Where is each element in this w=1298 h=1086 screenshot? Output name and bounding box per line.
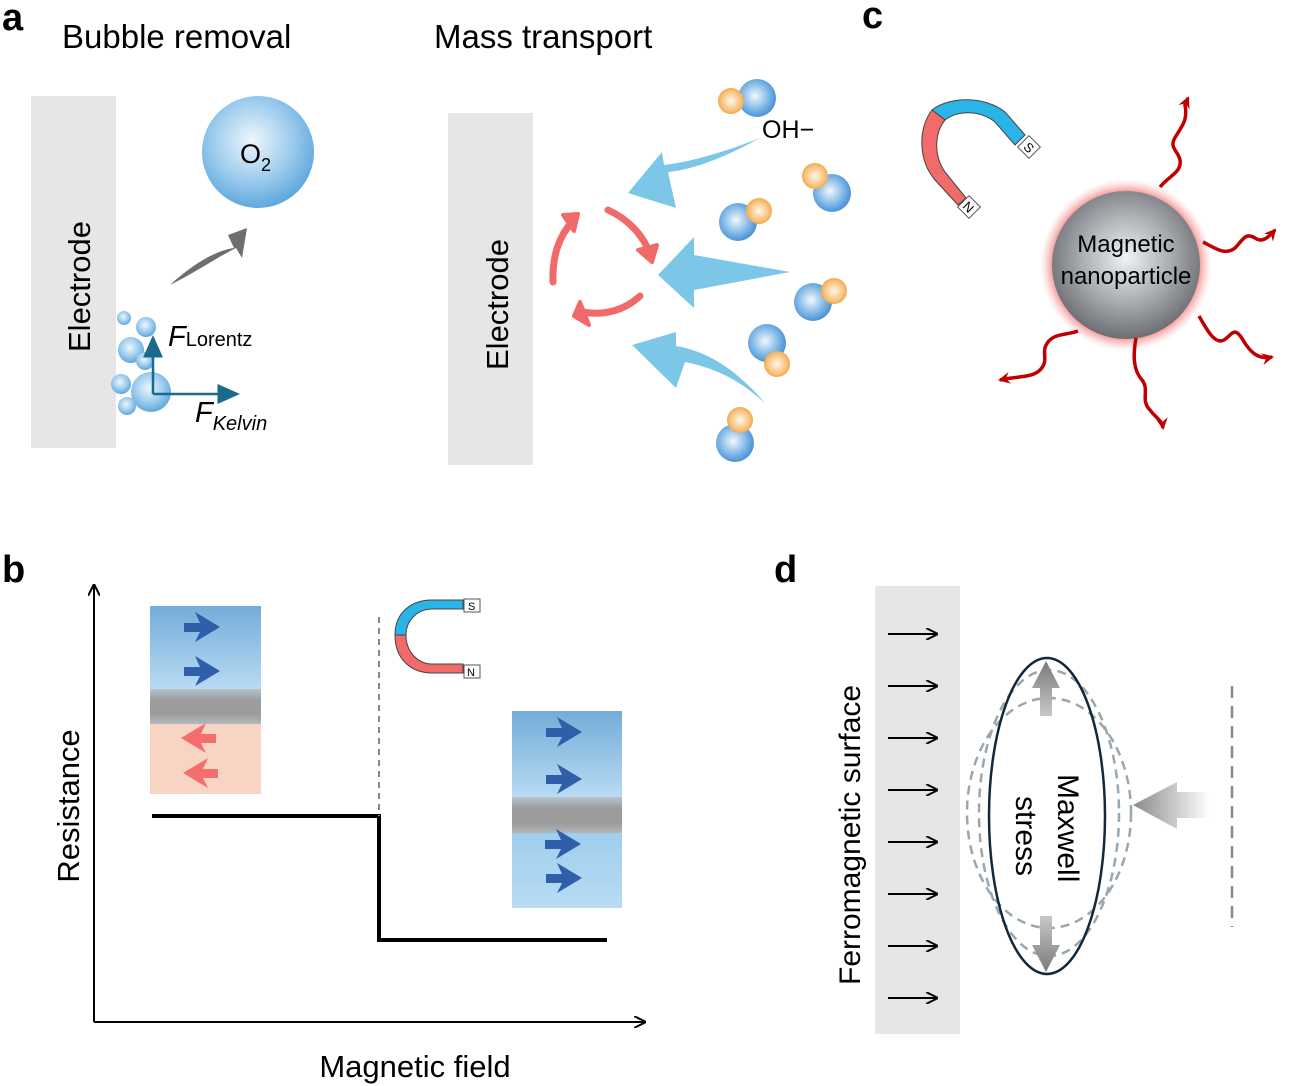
y-axis-label: Resistance (51, 729, 86, 882)
hydroxide-ions (716, 79, 851, 462)
ion (748, 324, 790, 377)
ion (794, 278, 847, 321)
o2-bubble (202, 96, 314, 208)
magnet-n-label: N (467, 667, 475, 679)
ion (719, 198, 772, 241)
convection-swirl (549, 206, 654, 317)
ferromagnetic-surface (875, 586, 960, 1034)
surface-label: Ferromagnetic surface (834, 685, 867, 985)
bubble-ellipse (987, 656, 1107, 976)
panel-c: c S N Magnetic nanoparticle (862, 0, 1277, 430)
panel-a: a Bubble removal Electrode O2 FLorentz F… (2, 0, 314, 448)
particle-label-line1: Magnetic (1077, 231, 1174, 258)
particle-label-line2: nanoparticle (1061, 263, 1192, 290)
release-arrow (170, 228, 247, 285)
panel-letter-b: b (2, 549, 25, 591)
panel-letter-d: d (774, 549, 797, 591)
o2-label: O2 (240, 139, 271, 175)
magnetic-nanoparticle (1052, 191, 1200, 339)
spin-arrow-right (546, 717, 582, 747)
resistance-step-curve (152, 814, 607, 942)
spin-arrow-right (546, 863, 582, 893)
heat-waves (998, 96, 1277, 430)
mass-transport-title: Mass transport (434, 18, 652, 55)
field-gradient-arrow (1133, 782, 1210, 829)
ion (718, 79, 776, 117)
magnet-s-label: S (468, 601, 475, 613)
panel-letter-a: a (2, 0, 24, 39)
electrode-bar (448, 113, 533, 465)
stress-arrow-up (1032, 661, 1060, 716)
spin-arrow-left (181, 723, 216, 753)
axes (94, 586, 644, 1022)
electrode-label: Electrode (480, 239, 515, 370)
electrode-bar (31, 96, 116, 448)
flow-arrow (658, 237, 790, 308)
heat-wave (998, 329, 1079, 384)
panel-a-mass-transport: Mass transport Electrode OH− (434, 18, 851, 465)
parallel-stack (512, 711, 622, 908)
antiparallel-stack (150, 606, 261, 794)
heat-wave (1202, 228, 1277, 254)
stress-label-line2: stress (1009, 796, 1042, 876)
panel-d: d Ferromagnetic surface Maxwell stress (774, 549, 1234, 1034)
magnetization-arrows (888, 634, 936, 998)
spin-arrow-right (184, 656, 220, 686)
stress-label-line1: Maxwell (1051, 774, 1084, 882)
spin-arrow-right (545, 829, 581, 859)
heat-wave (1132, 337, 1168, 430)
electrode-label: Electrode (62, 221, 97, 352)
lorentz-force-label: FLorentz (168, 321, 252, 353)
flow-arrow (632, 332, 766, 404)
heat-wave (1197, 315, 1274, 365)
spin-arrow-right (546, 764, 582, 794)
panel-b: b Magnetic field Resistance (2, 549, 644, 1084)
horseshoe-magnet: S N (394, 598, 481, 679)
spin-arrow-right (184, 612, 220, 642)
small-bubbles (111, 311, 171, 415)
heat-wave (1158, 96, 1190, 189)
stress-arrow-down (1032, 916, 1060, 972)
bubble-removal-title: Bubble removal (62, 18, 291, 55)
panel-letter-c: c (862, 0, 883, 37)
hydroxide-label: OH− (762, 116, 814, 144)
spin-arrow-left (183, 758, 218, 788)
horseshoe-magnet: S N (921, 99, 1042, 220)
x-axis-label: Magnetic field (319, 1049, 510, 1084)
ion (716, 407, 754, 462)
kelvin-force-label: FKelvin (195, 397, 267, 435)
ion (802, 163, 851, 212)
flow-arrow (628, 138, 760, 208)
